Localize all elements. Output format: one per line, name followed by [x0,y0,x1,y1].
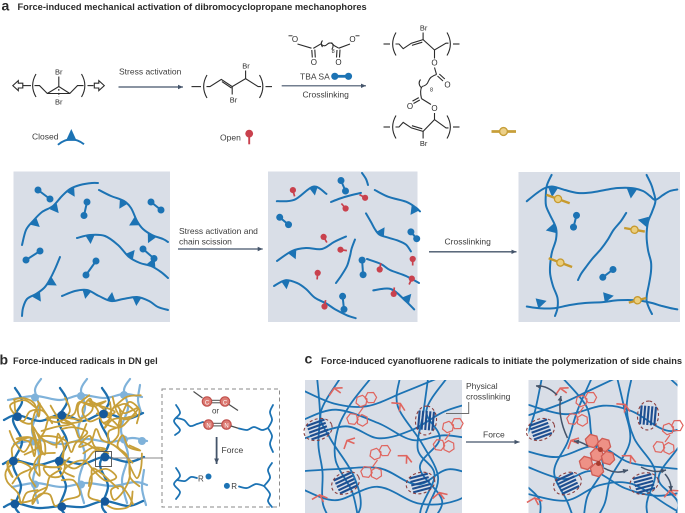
svg-text:Force: Force [222,445,244,455]
svg-text:crosslinking: crosslinking [466,392,511,402]
svg-text:Force-induced cyanofluorene r: Force-induced cyanofluorene radicals to … [321,356,682,366]
svg-text:Stress activation: Stress activation [119,67,182,77]
svg-text:or: or [212,407,219,416]
svg-text:Open: Open [220,133,241,143]
svg-text:8: 8 [430,88,433,94]
svg-text:O: O [431,59,437,68]
svg-text:C: C [205,400,210,406]
svg-text:b: b [0,352,8,368]
svg-text:Br: Br [230,96,238,105]
svg-text:R: R [198,475,204,484]
svg-text:Physical: Physical [466,381,498,391]
svg-text:O: O [292,35,298,44]
svg-text:O: O [407,102,413,111]
svg-text:O: O [431,104,437,113]
svg-text:TBA SA: TBA SA [300,71,330,81]
svg-text:c: c [305,351,313,367]
svg-text:8: 8 [332,49,335,55]
svg-text:Closed: Closed [32,132,59,142]
svg-text:R: R [231,482,237,491]
svg-text:Br: Br [55,98,63,107]
svg-text:Br: Br [55,68,63,77]
svg-text:Br: Br [242,62,250,71]
svg-text:Br: Br [420,24,428,33]
svg-text:O: O [311,58,317,67]
svg-text:chain scission: chain scission [179,237,232,247]
svg-text:O: O [335,58,341,67]
svg-text:O: O [444,81,450,90]
svg-text:Force-induced radicals in DN g: Force-induced radicals in DN gel [13,356,158,366]
svg-text:a: a [2,0,10,14]
svg-text:N: N [206,423,210,429]
svg-text:C: C [223,400,228,406]
svg-text:O: O [349,35,355,44]
svg-text:Crosslinking: Crosslinking [445,237,492,247]
svg-text:Crosslinking: Crosslinking [303,90,350,100]
svg-text:Stress activation and: Stress activation and [179,226,258,236]
svg-text:Force-induced mechanical activ: Force-induced mechanical activation of d… [18,2,367,12]
svg-text:Br: Br [420,139,428,148]
svg-text:N: N [224,423,228,429]
svg-text:Force: Force [483,430,505,440]
